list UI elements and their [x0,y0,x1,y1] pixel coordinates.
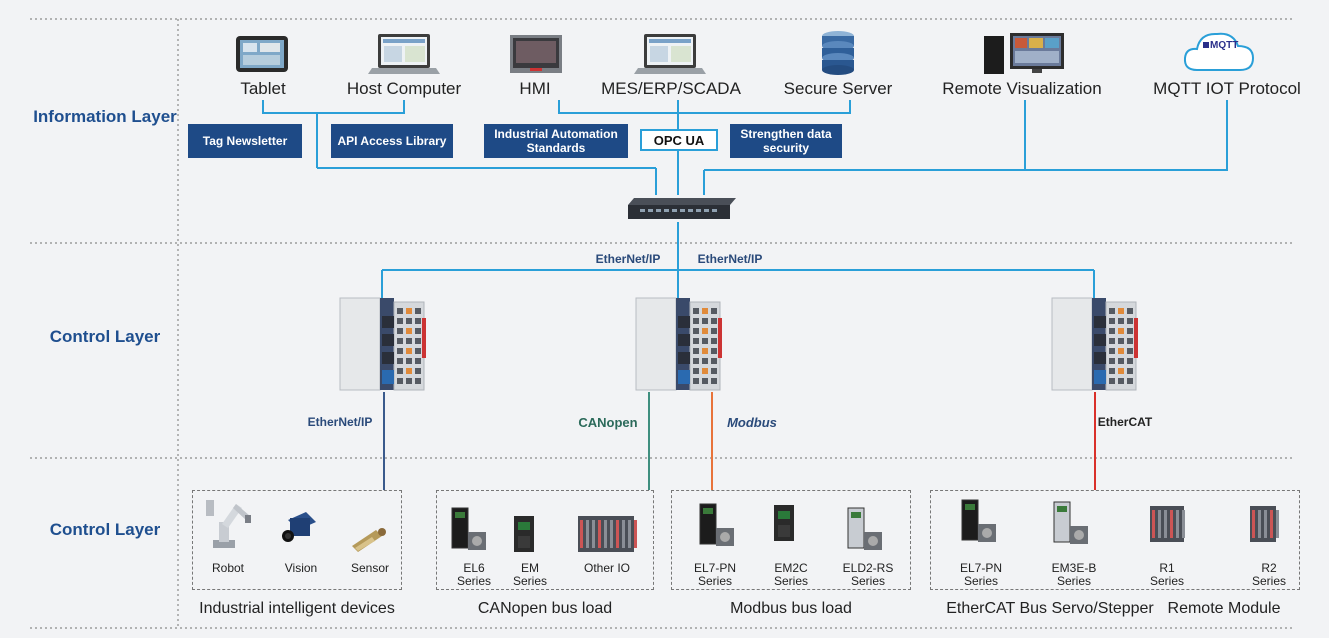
laptop-icon [634,34,706,74]
servo-drive-icon [1053,501,1088,544]
sensor-icon [352,528,386,552]
laptop-icon [368,34,440,74]
mqtt-logo-text: MQTT [1210,40,1239,51]
stepper-drive-icon [774,505,794,541]
feature-box-tag-newsletter: Tag Newsletter [188,124,302,158]
servo-drive-icon [847,507,882,550]
group-canopen-load [436,490,654,590]
group-title-canopen: CANopen bus load [477,600,613,617]
workstation-icon [984,33,1064,74]
device-label-tablet: Tablet [240,79,286,98]
cloud-icon [1183,32,1255,71]
feature-box-data-security: Strengthen data security [730,124,842,158]
device-label-mes: MES/ERP/SCADA [601,79,741,98]
item-label-el7pn: EL7-PN Series [693,561,737,588]
servo-drive-icon [451,507,486,550]
mqtt-logo [1203,42,1209,48]
device-label-remote-visualization: Remote Visualization [942,79,1102,98]
plc-controller-icon [635,297,722,391]
protocol-label-canopen: CANopen [578,415,638,430]
device-label-secure-server: Secure Server [783,79,893,98]
item-label-el7pn-ethercat: EL7-PN Series [959,561,1003,588]
item-label-el6: EL6 Series [456,561,492,588]
servo-drive-icon [961,499,996,542]
network-switch-icon [628,198,736,219]
control-layer-label-2: Control Layer [49,520,161,539]
item-label-em2c: EM2C Series [773,561,809,588]
servo-drive-icon [699,503,734,546]
io-module-icon [578,516,637,552]
protocol-label-ethercat: EtherCAT [1097,415,1153,429]
group-title-remote-module: Remote Module [1167,600,1281,617]
opcua-logo: OPC UA [640,129,718,151]
stepper-drive-icon [514,516,534,552]
feature-box-api-access: API Access Library [331,124,453,158]
information-layer-label: Information Layer [33,107,177,126]
group-title-industrial: Industrial intelligent devices [199,600,395,617]
group-title-ethercat: EtherCAT Bus Servo/Stepper [946,600,1154,617]
device-label-hmi: HMI [519,79,551,98]
info-bus-lines [262,100,1228,298]
group-title-modbus: Modbus bus load [730,600,852,617]
control-layer-label: Control Layer [49,327,161,346]
protocol-label-ethernetip: EtherNet/IP [595,252,661,266]
item-label-em: EM Series [512,561,548,588]
item-label-robot: Robot [211,561,245,575]
protocol-label-ethernetip: EtherNet/IP [697,252,763,266]
device-label-host-computer: Host Computer [346,79,462,98]
feature-box-industrial-standards: Industrial Automation Standards [484,124,628,158]
robot-arm-icon [206,500,251,548]
protocol-label-ethernetip: EtherNet/IP [307,415,373,429]
io-module-icon [1250,506,1279,542]
hmi-icon [510,35,562,73]
item-label-sensor: Sensor [350,561,390,575]
item-label-other-io: Other IO [583,561,631,575]
layer-separators [30,18,1292,629]
plc-controller-icon [1051,297,1138,391]
protocol-label-modbus: Modbus [727,415,777,430]
item-label-r1: R1 Series [1149,561,1185,588]
group-modbus-load [671,490,911,590]
io-module-icon [1150,506,1185,542]
item-label-r2: R2 Series [1251,561,1287,588]
item-label-eld2rs: ELD2-RS Series [842,561,894,588]
item-label-em3eb: EM3E-B Series [1051,561,1097,588]
tablet-icon [236,36,288,72]
group-ethercat-remote [930,490,1300,590]
camera-icon [282,512,316,542]
group-industrial-devices [192,490,402,590]
database-icon [822,31,854,75]
device-label-mqtt: MQTT IOT Protocol [1153,79,1301,98]
item-label-vision: Vision [284,561,318,575]
plc-controller-icon [339,297,426,391]
